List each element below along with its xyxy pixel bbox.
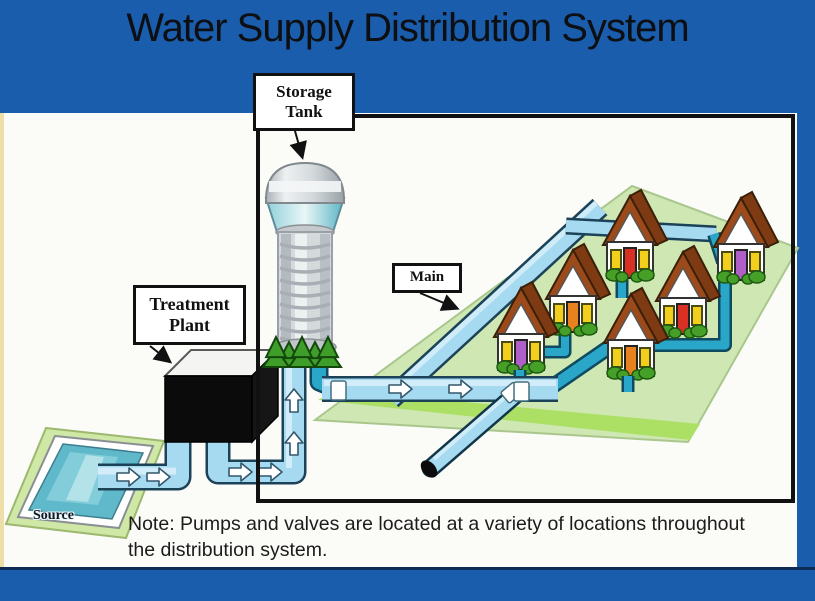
window [749, 251, 761, 272]
flow-arrow-icon [388, 379, 413, 399]
bush [690, 324, 708, 338]
flow-arrows [116, 379, 473, 487]
flow-arrow-icon [228, 462, 253, 482]
storage-tank [264, 161, 346, 356]
flow-arrow-icon [284, 388, 304, 413]
door [734, 249, 748, 281]
tree-icon [261, 334, 291, 368]
flow-arrow-icon [116, 467, 141, 487]
door [623, 247, 637, 279]
source-label: Source [33, 508, 74, 523]
header-band [0, 0, 815, 113]
storage-tank-label: Storage Tank [253, 73, 355, 131]
window [581, 303, 593, 324]
treatment-plant-pointer [149, 345, 173, 364]
house-back-right [712, 190, 780, 285]
window [501, 341, 513, 362]
window [610, 249, 622, 270]
storage-tank-pointer [289, 130, 307, 160]
pipe-dead-end [420, 381, 524, 478]
tank-trees [261, 334, 343, 368]
window [611, 347, 623, 368]
note-line-1: Note: Pumps and valves are located at a … [128, 513, 745, 535]
flow-arrow-icon [146, 467, 171, 487]
houses [492, 188, 780, 381]
window [663, 305, 675, 326]
bush [558, 325, 572, 337]
bush [668, 327, 682, 339]
right-accent-band [797, 0, 815, 601]
bush [748, 270, 766, 284]
flow-arrow-icon [258, 462, 283, 482]
bush [580, 322, 598, 336]
house-back-left [601, 188, 669, 283]
treatment-plant [162, 348, 281, 444]
slide-title: Water Supply Distribution System [126, 6, 689, 50]
door [566, 301, 580, 333]
bush [528, 360, 546, 374]
tree-icon [287, 334, 317, 368]
door [676, 303, 690, 335]
footer-band [0, 567, 815, 601]
window [553, 303, 565, 324]
flow-arrow-icon [448, 379, 473, 399]
window [639, 347, 651, 368]
bush [638, 366, 656, 380]
callout-arrows [149, 130, 460, 364]
main-label: Main [392, 263, 462, 293]
left-accent-strip [0, 113, 4, 567]
main-pointer [419, 292, 460, 311]
window [721, 251, 733, 272]
house-front-left [492, 280, 560, 375]
flow-arrow-icon [284, 431, 304, 456]
note-line-2: the distribution system. [128, 539, 328, 561]
bush [637, 268, 655, 282]
diagram-frame [256, 114, 795, 503]
bush [615, 271, 629, 283]
source-water-body [4, 426, 166, 540]
tree-icon [313, 334, 343, 368]
house-mid-left [544, 242, 612, 337]
note-text: Note: Pumps and valves are located at a … [128, 511, 800, 563]
open-pipe-end [420, 460, 438, 478]
treatment-plant-label: Treatment Plant [133, 285, 246, 345]
window [691, 305, 703, 326]
window [529, 341, 541, 362]
valve-fittings [330, 380, 530, 402]
window [638, 249, 650, 270]
house-front-right [602, 286, 670, 381]
bush [726, 273, 740, 285]
